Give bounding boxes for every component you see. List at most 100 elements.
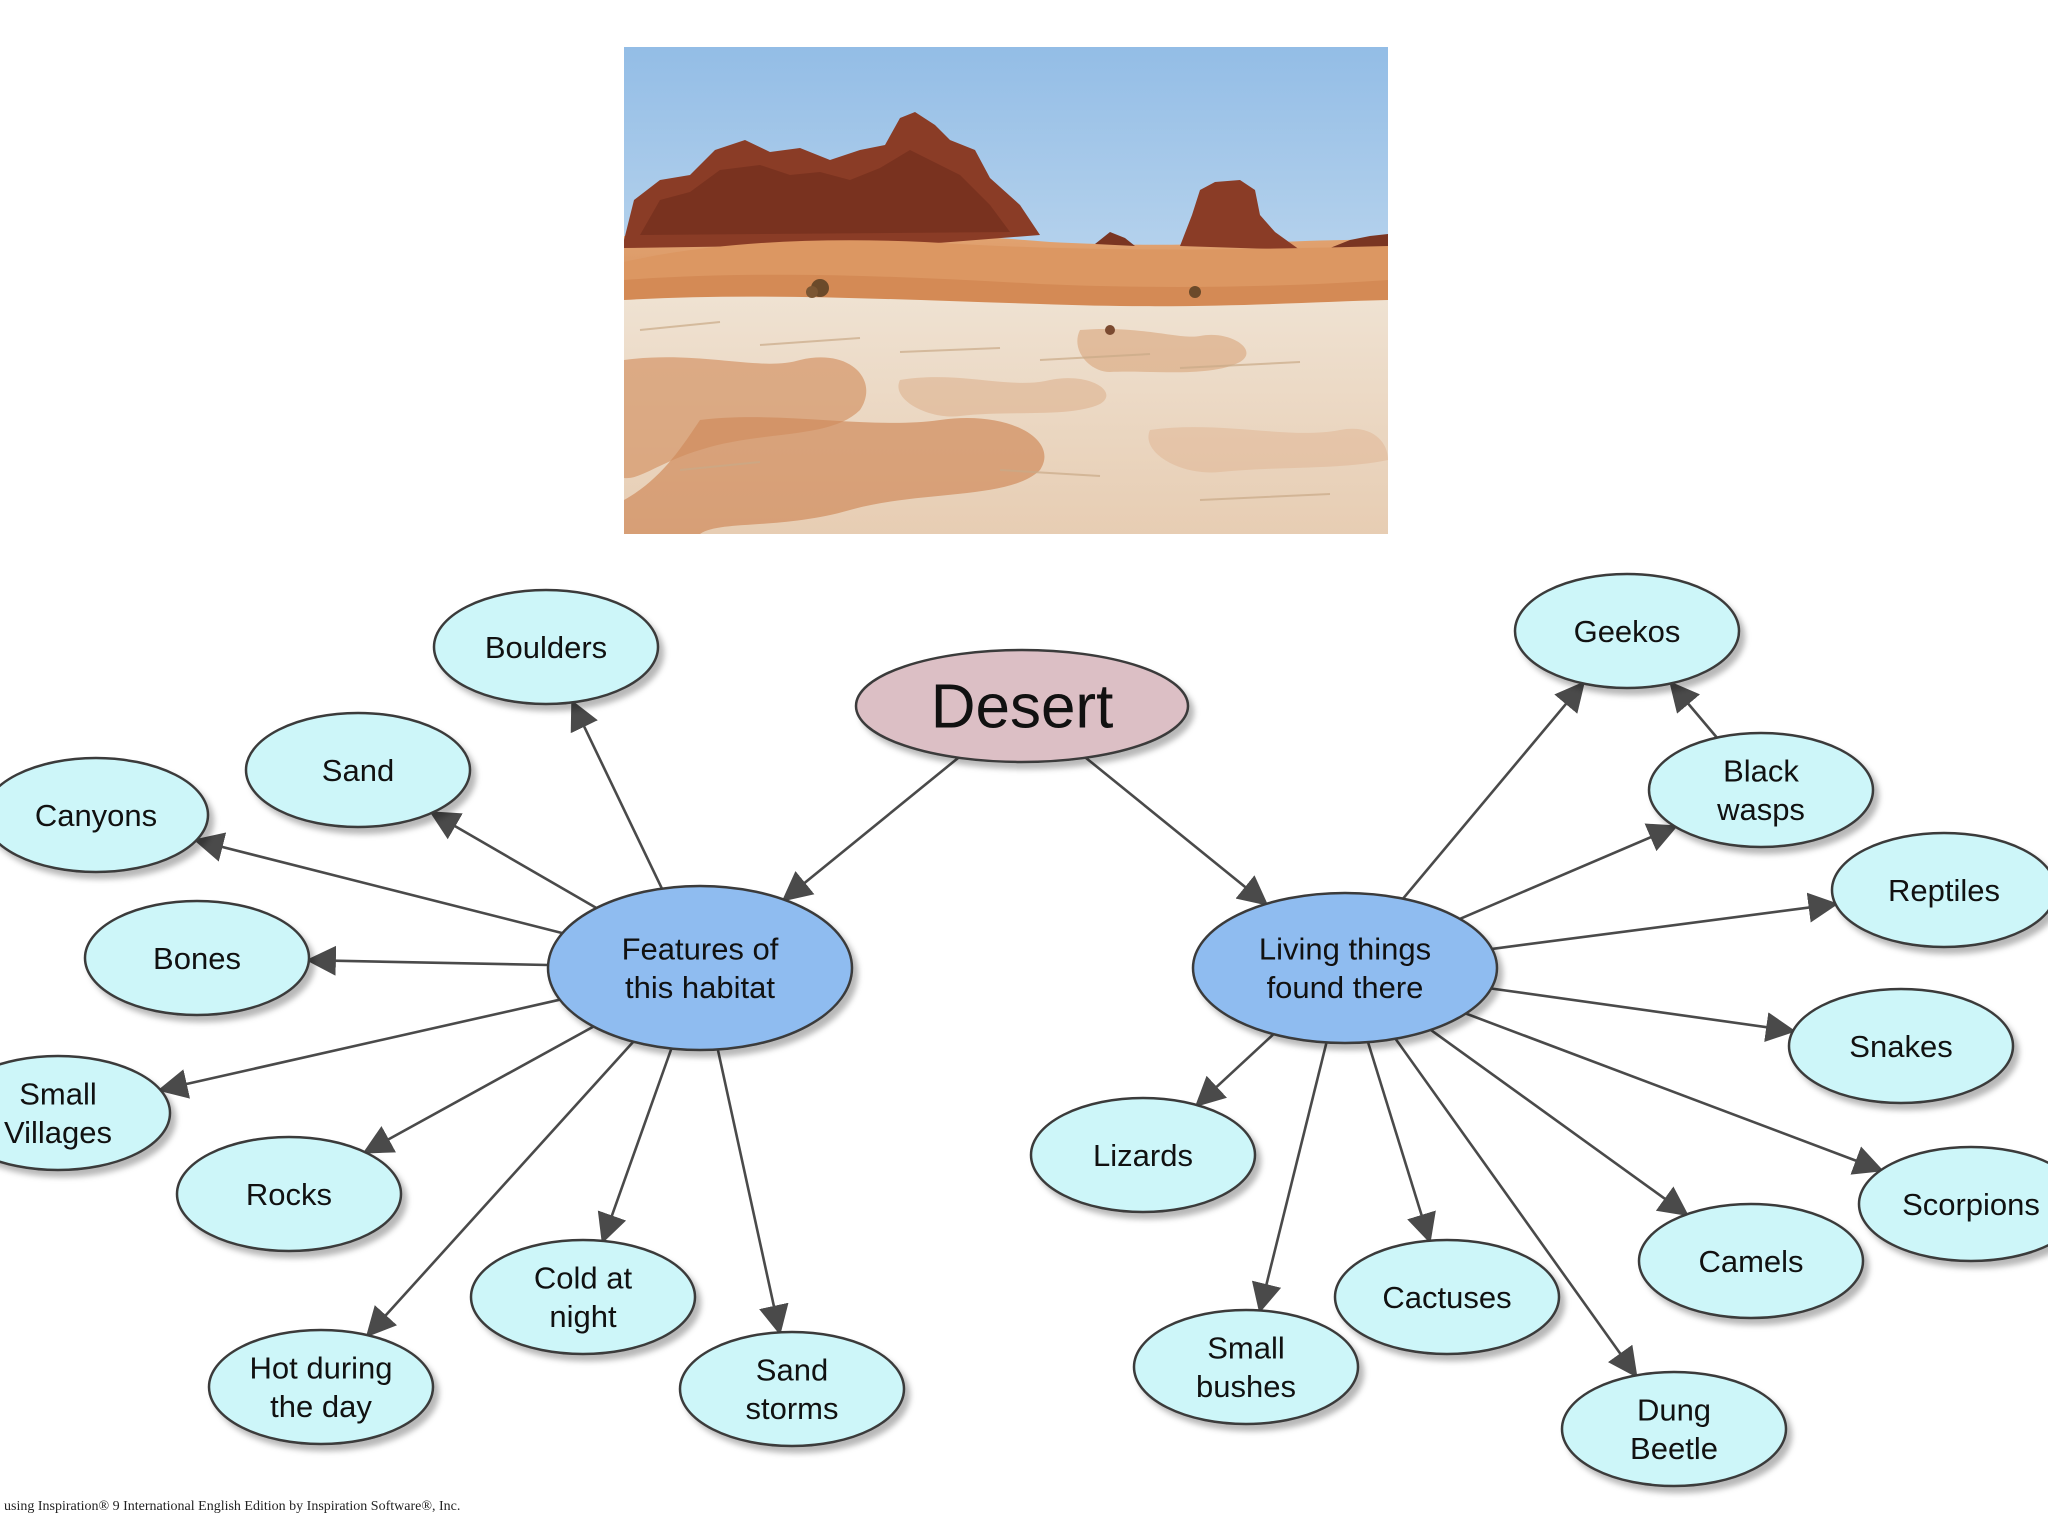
- leaf-node-dung-beetle-label: Dung: [1637, 1392, 1711, 1427]
- leaf-node-hot-during-the-day: Hot during the day: [207, 1328, 435, 1446]
- leaf-node-canyons-shape: [0, 756, 210, 874]
- arrow-living-to-dung-beetle: [1394, 1037, 1638, 1378]
- leaf-node-sand-shape: [244, 711, 472, 829]
- hub-node-features-shape: [546, 884, 854, 1052]
- arrow-features-to-canyons: [193, 832, 563, 935]
- hub-node-living-shape: [1191, 891, 1499, 1045]
- leaf-node-geekos: Geekos: [1513, 572, 1741, 690]
- leaf-node-sand-label: Sand: [322, 753, 394, 788]
- leaf-node-boulders-label: Boulders: [485, 630, 607, 665]
- leaf-node-sand-storms-label: storms: [746, 1391, 839, 1426]
- arrow-living-to-cactuses: [1366, 1041, 1436, 1244]
- arrow-features-to-cold-at-night: [597, 1048, 673, 1244]
- leaf-node-snakes: Snakes: [1787, 987, 2015, 1105]
- hub-node-features-label: this habitat: [625, 970, 775, 1005]
- arrow-living-to-camels: [1430, 1028, 1689, 1217]
- leaf-node-small-bushes-shape: [1132, 1308, 1360, 1426]
- leaf-node-small-bushes-label: bushes: [1196, 1369, 1296, 1404]
- leaf-node-cactuses-shape: [1333, 1238, 1561, 1356]
- leaf-node-small-villages-label: Small: [19, 1076, 97, 1111]
- leaf-node-boulders-shape: [432, 588, 660, 706]
- leaf-node-reptiles-shape: [1830, 831, 2048, 949]
- leaf-node-black-wasps-label: Black: [1723, 753, 1799, 788]
- arrow-features-to-sand: [429, 811, 598, 910]
- leaf-node-snakes-label: Snakes: [1849, 1029, 1952, 1064]
- desert-photo: [624, 47, 1388, 534]
- arrow-living-to-scorpions: [1465, 1012, 1884, 1175]
- leaf-node-bones-label: Bones: [153, 941, 241, 976]
- hub-node-living: Living things found there: [1191, 891, 1499, 1045]
- leaf-node-cactuses: Cactuses: [1333, 1238, 1561, 1356]
- leaf-node-cactuses-label: Cactuses: [1382, 1280, 1511, 1315]
- arrow-desert-to-features: [781, 756, 960, 902]
- leaf-node-black-wasps-shape: [1647, 731, 1875, 849]
- leaf-node-scorpions-shape: [1857, 1145, 2048, 1263]
- leaf-node-hot-during-the-day-shape: [207, 1328, 435, 1446]
- leaf-node-sand: Sand: [244, 711, 472, 829]
- arrow-features-to-hot-during-the-day: [365, 1040, 635, 1338]
- leaf-node-dung-beetle-shape: [1560, 1370, 1788, 1488]
- leaf-node-geekos-shape: [1513, 572, 1741, 690]
- leaf-node-lizards-shape: [1029, 1096, 1257, 1214]
- arrow-features-to-rocks: [362, 1025, 595, 1154]
- arrow-features-to-bones: [305, 945, 549, 976]
- leaf-node-cold-at-night-label: Cold at: [534, 1260, 633, 1295]
- leaf-node-small-villages-label: Villages: [4, 1115, 112, 1150]
- leaf-node-cold-at-night-label: night: [549, 1299, 617, 1334]
- leaf-node-sand-storms: Sand storms: [678, 1330, 906, 1448]
- arrow-living-to-lizards: [1194, 1033, 1275, 1108]
- leaf-node-sand-storms-label: Sand: [756, 1352, 828, 1387]
- leaf-node-geekos-label: Geekos: [1574, 614, 1681, 649]
- arrow-living-to-black-wasps: [1459, 823, 1679, 921]
- leaf-node-black-wasps: Black wasps: [1647, 731, 1875, 849]
- leaf-node-small-villages-shape: [0, 1054, 172, 1172]
- leaf-node-rocks-shape: [175, 1135, 403, 1253]
- leaf-node-sand-storms-shape: [678, 1330, 906, 1448]
- leaf-node-scorpions-label: Scorpions: [1902, 1187, 2040, 1222]
- leaf-node-small-bushes: Small bushes: [1132, 1308, 1360, 1426]
- leaf-node-hot-during-the-day-label: the day: [270, 1389, 372, 1424]
- leaf-node-lizards: Lizards: [1029, 1096, 1257, 1214]
- leaf-node-black-wasps-label: wasps: [1716, 792, 1805, 827]
- leaf-node-lizards-label: Lizards: [1093, 1138, 1193, 1173]
- leaf-node-cold-at-night: Cold at night: [469, 1238, 697, 1356]
- arrow-living-to-geekos: [1402, 681, 1586, 900]
- leaf-node-rocks: Rocks: [175, 1135, 403, 1253]
- arrow-desert-to-living: [1084, 756, 1269, 906]
- leaf-node-camels-label: Camels: [1698, 1244, 1803, 1279]
- hub-node-living-label: found there: [1267, 970, 1424, 1005]
- leaf-node-canyons: Canyons: [0, 756, 210, 874]
- leaf-node-scorpions: Scorpions: [1857, 1145, 2048, 1263]
- leaf-node-snakes-shape: [1787, 987, 2015, 1105]
- leaf-node-canyons-label: Canyons: [35, 798, 157, 833]
- leaf-node-camels: Camels: [1637, 1202, 1865, 1320]
- leaf-node-bones: Bones: [83, 899, 311, 1017]
- leaf-node-reptiles-label: Reptiles: [1888, 873, 2000, 908]
- arrow-features-to-boulders: [570, 699, 664, 890]
- arrow-features-to-sand-storms: [716, 1049, 789, 1336]
- leaf-node-hot-during-the-day-label: Hot during: [249, 1350, 392, 1385]
- leaf-node-bones-shape: [83, 899, 311, 1017]
- arrow-black-wasps-to-geekos: [1669, 681, 1718, 739]
- connector-layer: [157, 681, 1884, 1378]
- arrow-living-to-snakes: [1491, 987, 1796, 1042]
- leaf-node-camels-shape: [1637, 1202, 1865, 1320]
- footer-credit: using Inspiration® 9 International Engli…: [4, 1499, 460, 1514]
- arrow-living-to-small-bushes: [1251, 1042, 1328, 1314]
- root-node-desert: Desert: [854, 648, 1190, 764]
- leaf-node-reptiles: Reptiles: [1830, 831, 2048, 949]
- hub-node-living-label: Living things: [1259, 931, 1431, 966]
- hub-node-features: Features of this habitat: [546, 884, 854, 1052]
- arrow-living-to-reptiles: [1491, 892, 1839, 951]
- leaf-node-dung-beetle-label: Beetle: [1630, 1431, 1718, 1466]
- hub-node-features-label: Features of: [622, 931, 779, 966]
- arrow-features-to-small-villages: [157, 998, 561, 1099]
- root-node-desert-shape: [854, 648, 1190, 764]
- leaf-node-rocks-label: Rocks: [246, 1177, 332, 1212]
- root-node-desert-label: Desert: [931, 673, 1114, 742]
- leaf-node-small-bushes-label: Small: [1207, 1330, 1285, 1365]
